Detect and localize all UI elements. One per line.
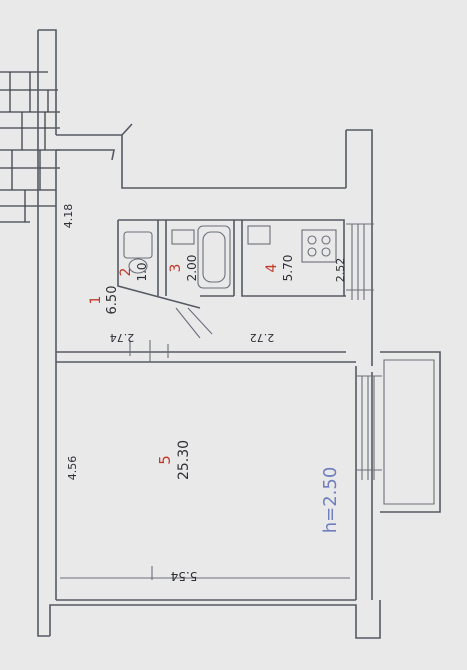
room-area-2: 1.0 [135, 262, 149, 281]
svg-text:2.74: 2.74 [110, 331, 135, 344]
room-number-1: 1 [88, 296, 104, 305]
dim-label-room-length: 5.54 [171, 569, 198, 583]
ceiling-height-note: h=2.50 [320, 467, 341, 534]
dim-label-kitchen-length: 2.72 [250, 331, 275, 344]
room-label-1: 1 6.50 [88, 286, 120, 315]
room-label-4: 4 5.70 [264, 255, 295, 282]
room-number-5: 5 [156, 455, 174, 465]
outer-walls [37, 29, 381, 639]
wet-room-partitions [117, 219, 346, 339]
svg-text:4.18: 4.18 [62, 204, 75, 229]
room-number-4: 4 [264, 263, 280, 272]
room-area-1: 6.50 [105, 286, 120, 315]
svg-text:2.72: 2.72 [250, 331, 275, 344]
dim-label-hall: 2.74 [110, 331, 135, 344]
svg-text:4.56: 4.56 [66, 456, 79, 481]
fixtures [123, 225, 337, 289]
window-marks [346, 223, 382, 480]
dim-label-left-upper: 4.18 [62, 204, 75, 229]
dimension-ticks [60, 340, 350, 580]
room-area-3: 2.00 [185, 255, 199, 282]
balcony [380, 351, 441, 513]
svg-text:5.54: 5.54 [171, 569, 198, 583]
room-number-3: 3 [168, 264, 184, 273]
room-label-5: 5 25.30 [156, 440, 192, 480]
svg-text:2.52: 2.52 [334, 258, 347, 283]
dim-label-kitchen-width: 2.52 [334, 258, 347, 283]
dim-label-room-height: 4.56 [66, 456, 79, 481]
room-area-4: 5.70 [281, 255, 295, 282]
hatched-wall-left [0, 71, 60, 223]
room-number-2: 2 [118, 268, 134, 277]
room-label-2: 2 1.0 [118, 262, 149, 281]
room-label-3: 3 2.00 [168, 255, 199, 282]
room-area-5: 25.30 [176, 440, 192, 480]
svg-text:h=2.50: h=2.50 [320, 467, 341, 534]
